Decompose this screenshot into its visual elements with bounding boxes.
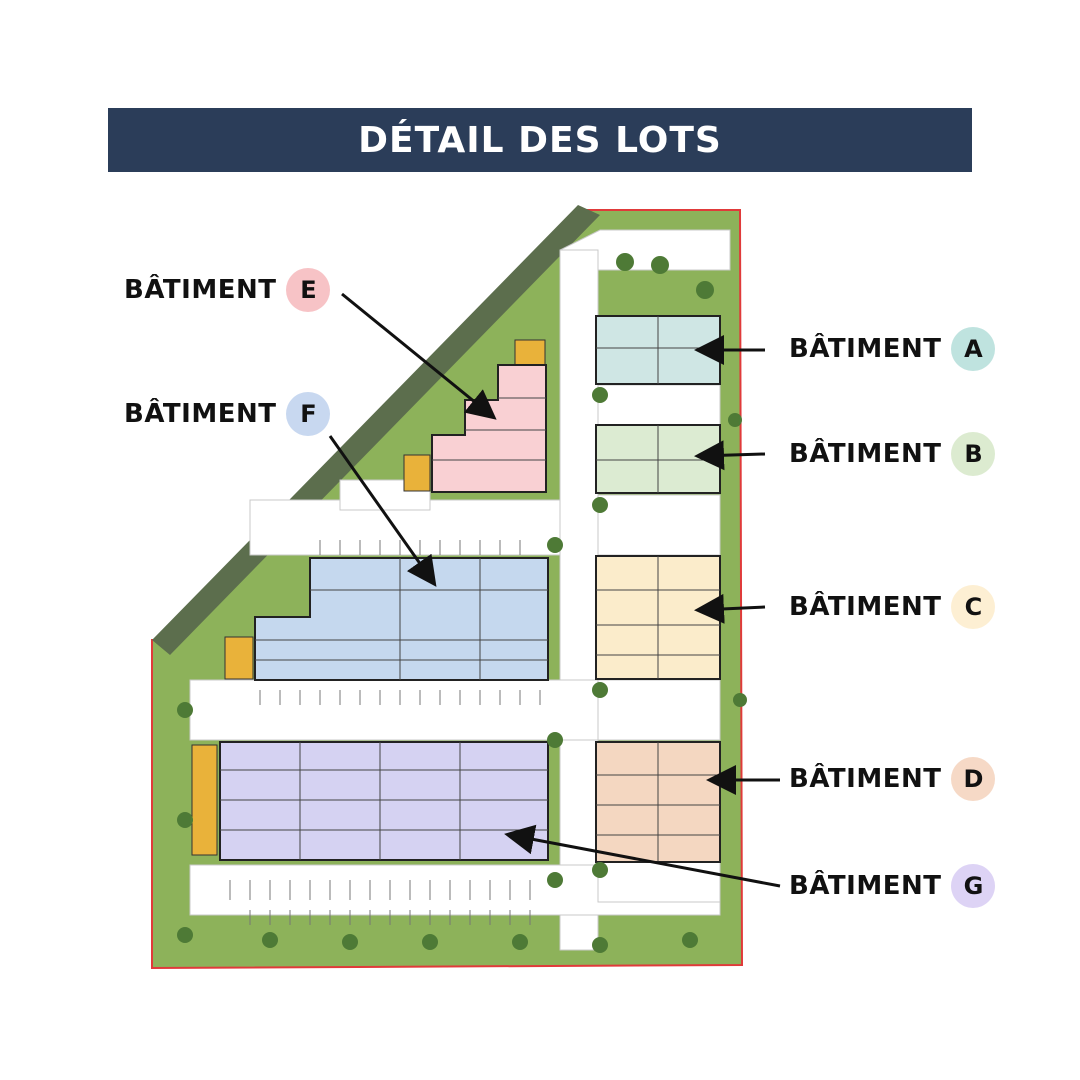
label-word: BÂTIMENT	[789, 871, 942, 901]
building-g-footprint	[219, 741, 549, 861]
label-building-d: BÂTIMENT D	[789, 757, 996, 801]
badge-c: C	[951, 585, 996, 629]
building-f-footprint	[254, 557, 549, 681]
arrow-f	[328, 435, 437, 587]
callout-arrows	[328, 292, 781, 888]
label-word: BÂTIMENT	[789, 439, 942, 469]
badge-e: E	[286, 268, 331, 312]
arrow-b	[694, 440, 766, 471]
title-bar: DÉTAIL DES LOTS	[108, 108, 972, 172]
unit-partitions	[220, 316, 720, 862]
label-word: BÂTIMENT	[789, 592, 942, 622]
label-word: BÂTIMENT	[789, 334, 942, 364]
label-building-c: BÂTIMENT C	[789, 585, 996, 629]
label-building-e: BÂTIMENT E	[124, 268, 331, 312]
arrow-c	[694, 593, 766, 624]
badge-g: G	[951, 864, 996, 908]
arrow-e	[341, 292, 497, 420]
label-word: BÂTIMENT	[124, 399, 277, 429]
label-word: BÂTIMENT	[124, 275, 277, 305]
badge-b: B	[951, 432, 996, 476]
label-building-a: BÂTIMENT A	[789, 327, 996, 371]
page-title: DÉTAIL DES LOTS	[358, 119, 722, 161]
label-building-g: BÂTIMENT G	[789, 864, 996, 908]
arrow-g	[504, 824, 781, 888]
label-building-f: BÂTIMENT F	[124, 392, 331, 436]
trees	[177, 253, 747, 953]
parking-lines	[229, 540, 541, 925]
service-blocks	[191, 339, 546, 856]
label-word: BÂTIMENT	[789, 764, 942, 794]
label-building-b: BÂTIMENT B	[789, 432, 996, 476]
badge-d: D	[951, 757, 996, 801]
badge-a: A	[951, 327, 996, 371]
badge-f: F	[286, 392, 331, 436]
roads	[189, 229, 731, 951]
